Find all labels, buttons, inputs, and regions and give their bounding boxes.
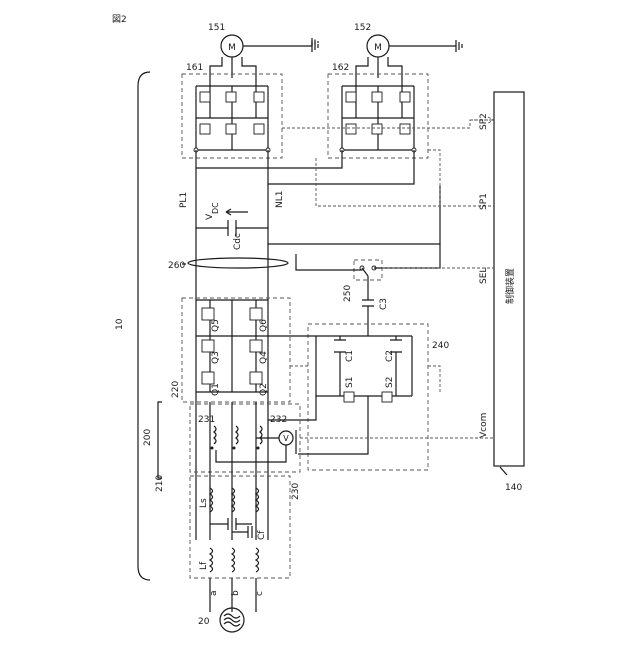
controller-ref: 140 [505, 483, 522, 493]
selector-arm-icon [362, 268, 368, 276]
motor-2-ground-icon [456, 40, 462, 52]
motor-1-symbol: M [228, 43, 236, 53]
s2-switch-icon [382, 392, 392, 402]
cdc-label: Cdc [233, 233, 243, 250]
snubber-ref: 240 [432, 341, 449, 351]
figure-title: 図2 [112, 14, 127, 25]
selector-to-bus [374, 244, 440, 268]
inverter-2-bridge [340, 78, 416, 152]
pl1-bus-top [196, 150, 342, 168]
cf-label: Cf [257, 530, 267, 540]
motor-1-ground-wire [243, 42, 312, 46]
selector-ref: 250 [343, 285, 353, 302]
q4-label: Q4 [259, 351, 269, 364]
vdc-subscript: DC [211, 202, 220, 214]
converter-boundary [182, 298, 290, 402]
inverter-2-ref: 162 [332, 63, 349, 73]
motor-2-symbol: M [374, 43, 382, 53]
q5-label: Q5 [211, 319, 221, 332]
sel-label: SEL [479, 268, 489, 284]
nl1-bus-top [268, 150, 414, 184]
current-sensor-2-ref: 232 [270, 415, 287, 425]
sp2-label: SP2 [479, 113, 489, 130]
voltmeter-wires [216, 438, 286, 462]
q2-label: Q2 [259, 383, 269, 396]
inverter-1-bridge [194, 78, 270, 152]
filter-inductors-lf [210, 548, 259, 572]
wiring-bundle-icon [188, 258, 288, 268]
filter-inductors-ls [210, 488, 259, 512]
voltmeter-label: V [283, 434, 289, 443]
filter-ref: 210 [155, 475, 165, 492]
s1-switch-icon [344, 392, 354, 402]
motor-1-phase-wires [210, 57, 256, 78]
nl1-label: NL1 [275, 191, 285, 208]
filter-unit-bracket [158, 402, 162, 478]
cdc-capacitor-icon [196, 220, 268, 236]
wiring-ref: 260 [168, 261, 185, 271]
controller-label: 制御装置 [504, 268, 516, 304]
q1-label: Q1 [211, 383, 221, 396]
phase-a-label: a [209, 590, 219, 596]
c3-capacitor-icon [362, 276, 374, 336]
pl1-label: PL1 [179, 192, 189, 208]
converter-ref: 220 [171, 381, 181, 398]
system-ref: 10 [115, 318, 125, 330]
ls-label: Ls [199, 498, 209, 508]
phase-c-label: c [255, 591, 265, 596]
snubber-to-sensor [296, 396, 368, 454]
phase-b-label: b [231, 590, 241, 596]
motor-2-ref: 152 [354, 23, 371, 33]
converter-bridge [196, 300, 268, 392]
sp1-label: SP1 [479, 193, 489, 210]
lf-label: Lf [199, 561, 209, 570]
q6-label: Q6 [259, 319, 269, 332]
c3-label: C3 [379, 298, 389, 310]
motor-1-ref: 151 [208, 23, 225, 33]
q3-label: Q3 [211, 351, 221, 364]
sp2-signal-line [282, 120, 494, 128]
current-sensor-1-ref: 231 [198, 415, 215, 425]
sensor-ref: 230 [291, 483, 301, 500]
selector-feed-wires [268, 186, 440, 270]
filter-unit-ref: 200 [143, 429, 153, 446]
power-supply-ref: 20 [198, 617, 210, 627]
snubber-wires [316, 336, 412, 396]
filter-capacitors-cf [210, 518, 256, 538]
vdc-arrow-icon [226, 209, 248, 215]
c1-label: C1 [345, 350, 355, 362]
s1-label: S1 [345, 377, 355, 388]
system-bracket [138, 72, 150, 580]
controller-leader [500, 467, 507, 475]
motor-2-phase-wires [356, 57, 402, 78]
vcom-label: Vcom [479, 413, 489, 438]
ac-wave-icon [224, 614, 240, 626]
s2-label: S2 [385, 377, 395, 388]
inverter-1-ref: 161 [186, 63, 203, 73]
c2-label: C2 [385, 350, 395, 362]
